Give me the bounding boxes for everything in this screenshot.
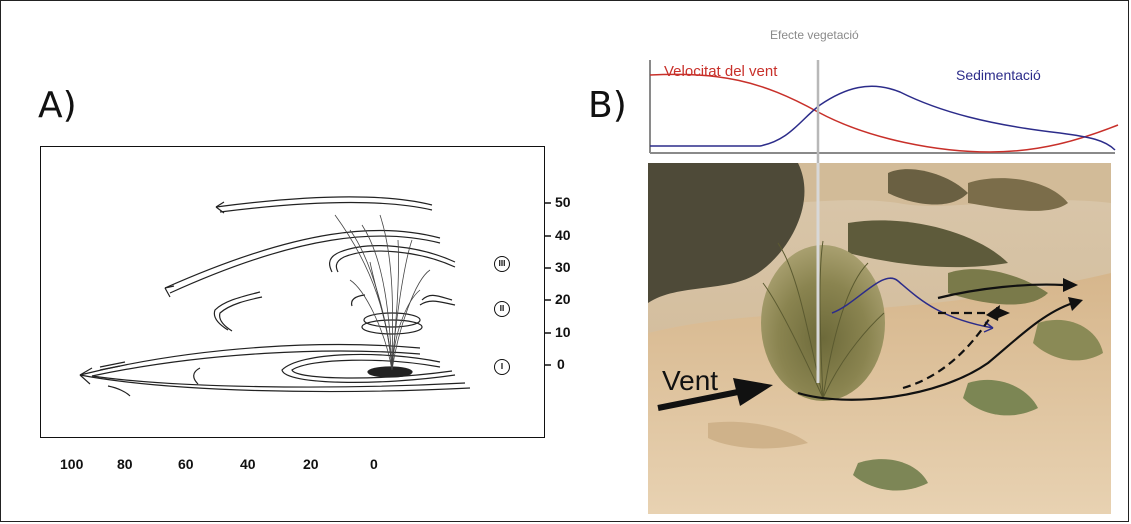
sedimentation-label: Sedimentació — [956, 67, 1041, 83]
vent-label: Vent — [662, 365, 719, 396]
y-tick-label: 50 — [555, 194, 571, 210]
x-tick-label: 40 — [240, 456, 256, 472]
panel-a-label: A) — [38, 85, 77, 126]
streamline — [215, 196, 433, 208]
wind-arrow-dashed-lower — [902, 312, 994, 390]
streamline — [350, 294, 366, 307]
panel-b-title: Efecte vegetació — [770, 28, 859, 42]
dune-vegetation-photo — [648, 163, 1111, 514]
y-tick-label: 20 — [555, 291, 571, 307]
panel-b-label: B) — [588, 85, 627, 126]
wind-arrow-main — [797, 301, 1074, 401]
x-tick-label: 100 — [60, 456, 84, 472]
grass-tuft — [334, 214, 431, 371]
wind-speed-label: Velocitat del vent — [664, 63, 778, 80]
grass-collar — [363, 312, 421, 328]
streamline — [213, 291, 261, 331]
x-tick-label: 20 — [303, 456, 319, 472]
x-tick-label: 0 — [370, 456, 378, 472]
streamline — [99, 361, 126, 371]
streamline — [193, 367, 201, 385]
photo-illustration — [648, 163, 1111, 514]
grass-tuft-photo — [761, 245, 885, 401]
streamline — [329, 245, 456, 273]
wind-speed-curve — [649, 73, 1119, 153]
streamline — [421, 294, 453, 301]
x-tick-label: 60 — [178, 456, 194, 472]
streamline — [219, 202, 433, 213]
sedimentation-curve — [650, 85, 1116, 151]
plant-base — [367, 366, 413, 378]
y-tick-label: 10 — [555, 324, 571, 340]
vent-arrow — [657, 388, 744, 411]
flow-streamlines — [79, 196, 471, 397]
zone-marker: III — [494, 256, 510, 272]
streamline — [169, 235, 441, 294]
zone-marker: II — [494, 301, 510, 317]
x-tick-label: 80 — [117, 456, 133, 472]
wind-flow-diagram-box — [40, 146, 545, 438]
y-tick-label: 40 — [555, 227, 571, 243]
zone-marker: I — [494, 359, 510, 375]
streamline — [281, 353, 456, 383]
y-tick-label: 0 — [557, 356, 565, 372]
dark-shrubs — [648, 163, 805, 303]
streamline — [164, 229, 441, 289]
y-tick-label: 30 — [555, 259, 571, 275]
sediment-curve-photo — [831, 277, 994, 329]
wind-arrows — [797, 283, 1074, 401]
wind-arrow-top — [937, 283, 1064, 300]
streamline — [107, 385, 131, 397]
